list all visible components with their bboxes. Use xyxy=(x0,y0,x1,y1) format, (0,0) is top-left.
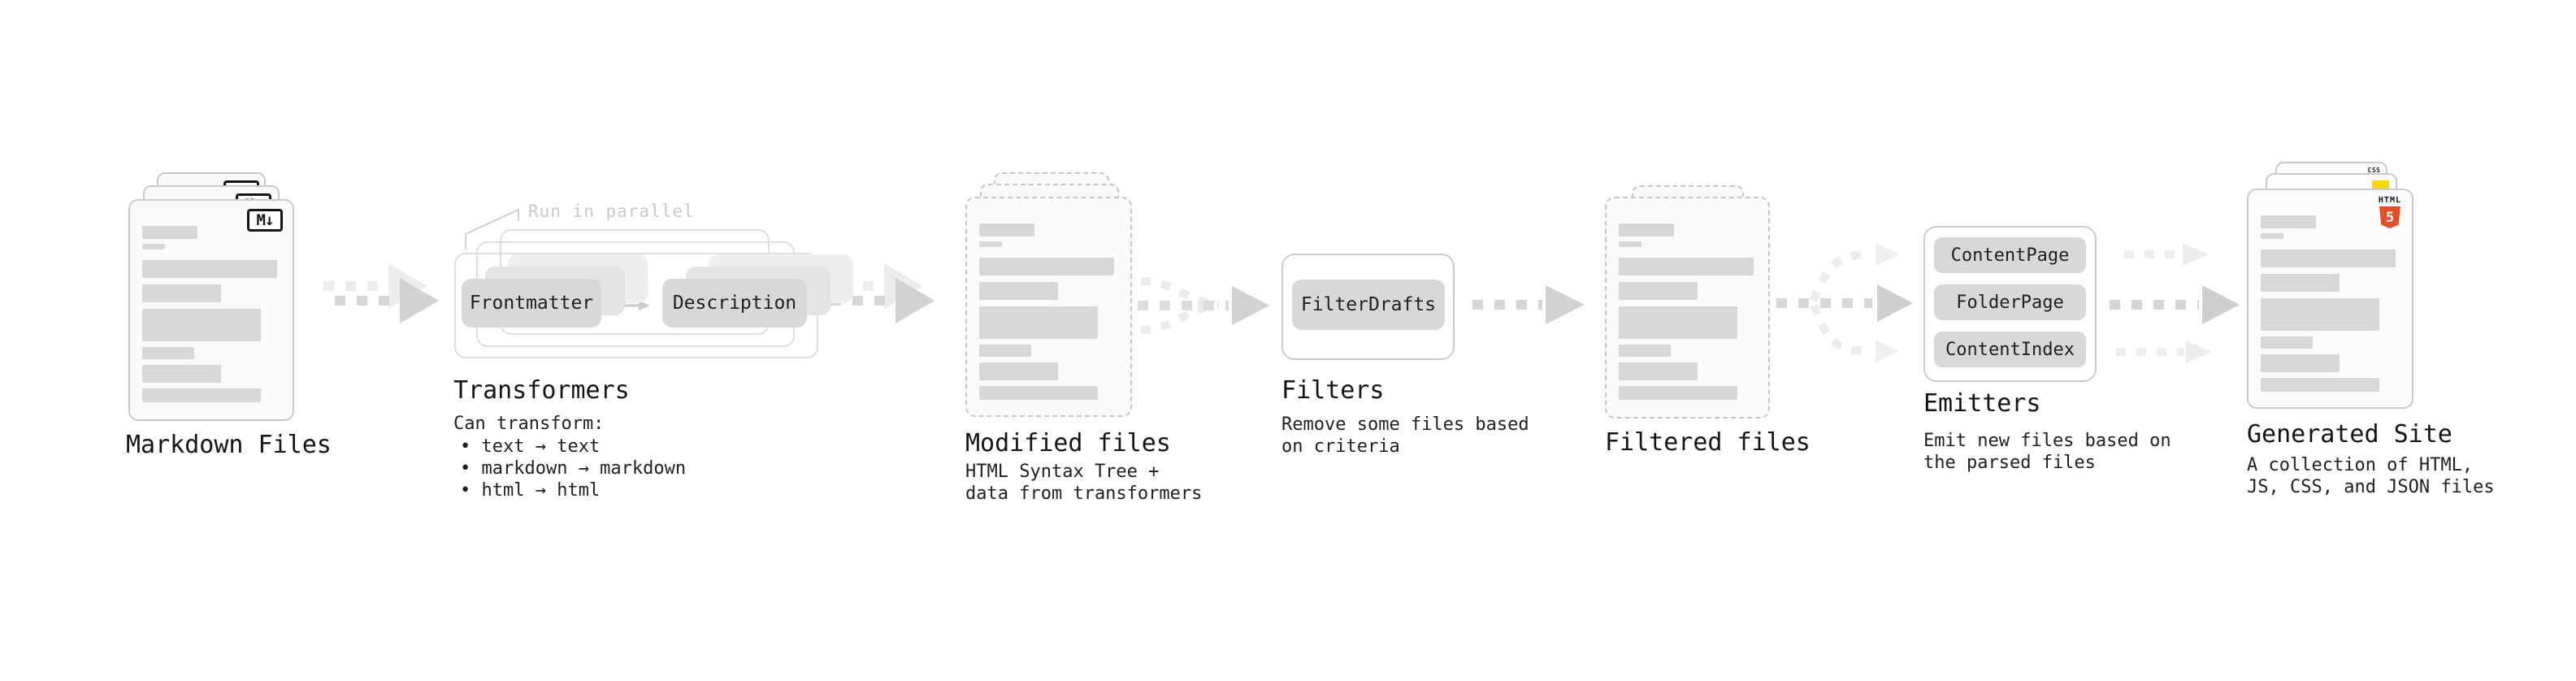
section-title-emitters: Emitters xyxy=(1923,389,2041,418)
placeholder-text-bar xyxy=(2261,274,2340,292)
placeholder-text-bar xyxy=(1619,258,1754,275)
emitters-subtitle: Emit new files based on the parsed files xyxy=(1923,431,2171,473)
filters-subtitle: Remove some files based on criteria xyxy=(1281,414,1529,457)
transformers-body: Can transform: xyxy=(453,414,605,434)
frontmatter-pill: Frontmatter xyxy=(462,279,601,327)
placeholder-text-bar xyxy=(979,241,1002,247)
placeholder-text-bar xyxy=(2261,354,2340,372)
placeholder-text-bars xyxy=(142,226,277,402)
placeholder-text-bar xyxy=(1619,386,1737,400)
section-title-modified-files: Modified files xyxy=(965,429,1171,458)
markdown-file-icon: M↓ xyxy=(247,209,283,232)
description-pill: Description xyxy=(662,279,807,327)
folder-page-pill: FolderPage xyxy=(1934,284,2086,320)
arrow-emitters-to-generated xyxy=(2110,243,2240,363)
html5-number: 5 xyxy=(2385,209,2395,226)
placeholder-text-bar xyxy=(2261,233,2283,239)
placeholder-text-bar xyxy=(2261,249,2396,267)
placeholder-text-bar xyxy=(2261,378,2379,392)
arrow-markdown-to-transformers xyxy=(323,263,439,323)
placeholder-text-bars xyxy=(979,223,1114,400)
arrow-filtered-to-emitters xyxy=(1776,243,1913,362)
placeholder-text-bar xyxy=(1619,223,1674,236)
generated-site-subtitle: A collection of HTML, JS, CSS, and JSON … xyxy=(2247,455,2495,497)
filtered-file-card-front xyxy=(1605,197,1770,419)
placeholder-text-bar xyxy=(1619,282,1698,300)
placeholder-text-bar xyxy=(979,306,1098,339)
transformers-bullet-list: • text → text • markdown → markdown • ht… xyxy=(460,436,686,501)
placeholder-text-bar xyxy=(1619,306,1737,339)
section-title-filtered-files: Filtered files xyxy=(1605,428,1811,457)
placeholder-text-bar xyxy=(142,244,165,249)
js-badge-icon xyxy=(2372,180,2389,190)
placeholder-text-bar xyxy=(142,347,194,359)
section-title-markdown-files: Markdown Files xyxy=(126,431,332,459)
section-title-transformers: Transformers xyxy=(453,376,630,405)
arrow-transformers-to-modified xyxy=(819,263,935,323)
filter-drafts-pill: FilterDrafts xyxy=(1292,280,1445,330)
placeholder-text-bar xyxy=(1619,362,1698,380)
arrow-modified-to-filters xyxy=(1138,277,1269,334)
modified-files-subtitle: HTML Syntax Tree + data from transformer… xyxy=(965,462,1203,504)
placeholder-text-bar xyxy=(142,226,197,239)
html5-label: HTML xyxy=(2378,196,2401,205)
arrow-filters-to-filtered xyxy=(1472,285,1585,324)
placeholder-text-bar xyxy=(2261,215,2316,228)
placeholder-text-bar xyxy=(142,388,261,402)
section-title-filters: Filters xyxy=(1281,376,1385,405)
run-in-parallel-annotation: Run in parallel xyxy=(528,202,695,221)
bullet-item: • text → text xyxy=(460,436,601,457)
placeholder-text-bar xyxy=(142,365,221,383)
placeholder-text-bars xyxy=(1619,223,1754,400)
placeholder-text-bar xyxy=(142,309,261,341)
generated-file-card-front: HTML 5 xyxy=(2247,189,2413,409)
section-title-generated-site: Generated Site xyxy=(2247,420,2452,449)
placeholder-text-bar xyxy=(979,345,1031,357)
placeholder-text-bar xyxy=(2261,298,2379,331)
css-badge-label: CSS xyxy=(2367,167,2381,174)
html5-icon: HTML 5 xyxy=(2379,196,2401,228)
markdown-file-card-front: M↓ xyxy=(128,199,294,421)
placeholder-text-bar xyxy=(142,260,277,278)
placeholder-text-bar xyxy=(1619,345,1671,357)
bullet-item: • markdown → markdown xyxy=(460,458,687,479)
placeholder-text-bar xyxy=(979,223,1034,236)
content-index-pill: ContentIndex xyxy=(1934,332,2086,367)
placeholder-text-bars xyxy=(2261,215,2396,392)
annotation-leader-line xyxy=(465,208,519,249)
placeholder-text-bar xyxy=(979,362,1058,380)
placeholder-text-bar xyxy=(979,282,1058,300)
content-page-pill: ContentPage xyxy=(1934,237,2086,273)
placeholder-text-bar xyxy=(142,284,221,302)
placeholder-text-bar xyxy=(979,258,1114,275)
placeholder-text-bar xyxy=(2261,336,2313,349)
placeholder-text-bar xyxy=(1619,241,1641,247)
html5-shield: 5 xyxy=(2379,206,2400,228)
modified-file-card-front xyxy=(965,197,1132,417)
placeholder-text-bar xyxy=(979,386,1098,400)
bullet-item: • html → html xyxy=(460,480,601,501)
